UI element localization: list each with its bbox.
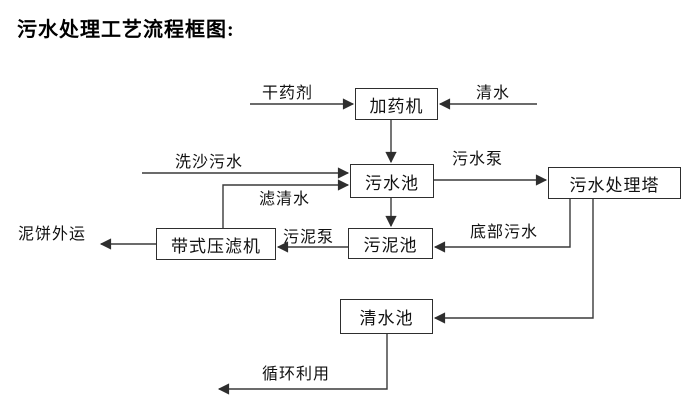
- flow-label-recycling: 循环利用: [262, 366, 331, 383]
- node-treatment-tower-label: 污水处理塔: [569, 175, 660, 195]
- node-treatment-tower: 污水处理塔: [548, 167, 681, 199]
- node-dosing-machine-label: 加药机: [369, 96, 424, 116]
- flow-label-sewage-pump: 污水泵: [452, 151, 504, 168]
- arrow-filtered-water-to-sewage-pool: [222, 179, 350, 228]
- node-dosing-machine: 加药机: [355, 88, 438, 120]
- node-sewage-pool: 污水池: [350, 164, 434, 198]
- flow-label-dry-chemical: 干药剂: [262, 85, 314, 102]
- node-sludge-pool-label: 污泥池: [363, 236, 418, 255]
- flow-label-bottom-sewage: 底部污水: [470, 224, 539, 241]
- flow-label-sand-washing-sewage: 洗沙污水: [175, 154, 244, 171]
- flow-label-mud-cake-outbound: 泥饼外运: [18, 226, 87, 243]
- arrow-bottom-sewage-to-sludge-pool: [433, 199, 571, 253]
- arrow-tower-to-clear-water-pool: [433, 199, 594, 324]
- flow-label-sludge-pump: 污泥泵: [283, 229, 335, 246]
- page-title: 污水处理工艺流程框图:: [17, 19, 235, 41]
- node-sewage-pool-label: 污水池: [365, 173, 419, 193]
- node-belt-filter-press-label: 带式压滤机: [171, 236, 261, 256]
- node-sludge-pool: 污泥池: [348, 228, 433, 259]
- flow-label-filtered-water: 滤清水: [259, 191, 311, 208]
- arrow-recycling-out: [217, 334, 388, 395]
- node-belt-filter-press: 带式压滤机: [156, 228, 276, 260]
- flow-label-clear-water: 清水: [476, 85, 511, 102]
- node-clear-water-pool: 清水池: [340, 299, 433, 334]
- node-clear-water-pool-label: 清水池: [359, 309, 414, 328]
